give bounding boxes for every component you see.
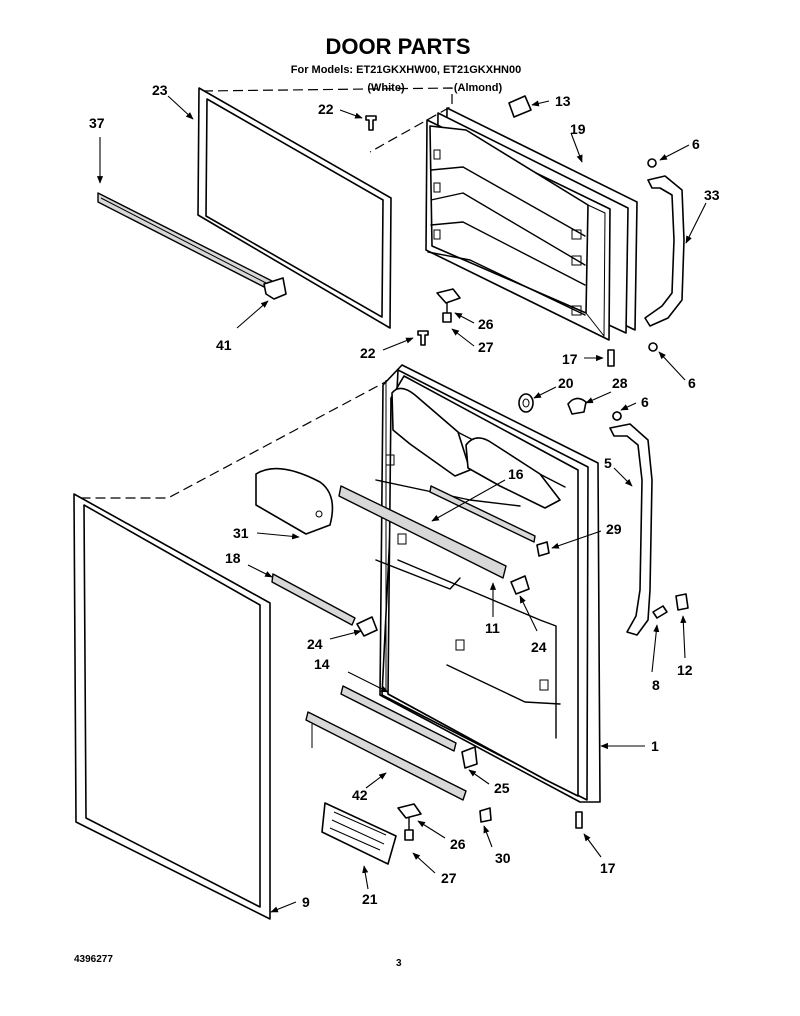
callout-8: 8	[652, 677, 660, 693]
fresh-food-door-gasket	[73, 493, 271, 920]
bracket-and-screw-upper	[436, 288, 461, 323]
callout-33: 33	[704, 187, 720, 203]
callout-16: 16	[508, 466, 524, 482]
callout-13: 13	[555, 93, 571, 109]
bracket-and-screw-lower	[397, 803, 422, 841]
callout-19: 19	[570, 121, 586, 137]
callout-12: 12	[677, 662, 693, 678]
callout-23: 23	[152, 82, 168, 98]
shelf-retainer-bar-upper	[338, 485, 507, 579]
end-cap-24-left	[356, 616, 378, 637]
page-title: DOOR PARTS	[325, 34, 470, 59]
handle-cap-12	[675, 593, 689, 611]
callout-41: 41	[216, 337, 232, 353]
end-cap-29	[536, 541, 550, 557]
callout-22b: 22	[360, 345, 376, 361]
callout-31: 31	[233, 525, 249, 541]
handle-screw-8	[652, 605, 668, 619]
callout-17b: 17	[600, 860, 616, 876]
screw-17-lower	[575, 811, 583, 829]
screw-lower	[417, 330, 429, 346]
end-cap-24-right	[510, 575, 530, 595]
callout-labels: 23 37 41 22 13 19 6 33 6 26 27 22 17 20 …	[89, 82, 720, 910]
document-number: 4396277	[74, 954, 113, 965]
color-almond-label: (Almond)	[454, 82, 503, 94]
callout-30: 30	[495, 850, 511, 866]
bottom-shelf-bar-42	[305, 711, 467, 801]
callout-11: 11	[485, 620, 500, 636]
callout-37: 37	[89, 115, 105, 131]
models-line: For Models: ET21GKXHW00, ET21GKXHN00	[291, 64, 521, 76]
dairy-compartment-door	[255, 467, 334, 535]
callout-17a: 17	[562, 351, 578, 367]
callout-5: 5	[604, 455, 612, 471]
bottom-shelf-bar-14	[340, 685, 457, 752]
callout-6a: 6	[692, 136, 700, 152]
callout-26b: 26	[450, 836, 466, 852]
end-cap	[263, 277, 287, 300]
freezer-door-gasket	[197, 87, 392, 329]
callout-6c: 6	[641, 394, 649, 410]
end-cap-25	[461, 746, 478, 769]
plug-20	[518, 393, 534, 413]
callout-27b: 27	[441, 870, 457, 886]
short-shelf-bar	[271, 573, 356, 626]
callout-42: 42	[352, 787, 368, 803]
callout-29: 29	[606, 521, 622, 537]
callout-28: 28	[612, 375, 628, 391]
callout-21: 21	[362, 891, 378, 907]
callout-27a: 27	[478, 339, 494, 355]
callout-14: 14	[314, 656, 330, 672]
callout-24b: 24	[531, 639, 547, 655]
screw-6-lower	[612, 411, 622, 421]
freezer-door-handle	[644, 158, 685, 352]
callout-1: 1	[651, 738, 659, 754]
color-white-label: (White)	[367, 82, 405, 94]
page-number: 3	[396, 958, 402, 969]
callout-26a: 26	[478, 316, 494, 332]
callout-24a: 24	[307, 636, 323, 652]
end-cap-30	[479, 807, 492, 823]
bottom-plate	[321, 802, 397, 865]
callout-9: 9	[302, 894, 310, 910]
label-plate	[508, 95, 532, 118]
leader-lines	[96, 95, 707, 913]
callout-18: 18	[225, 550, 241, 566]
screw-upper	[365, 115, 377, 131]
screw-17-upper	[607, 349, 615, 367]
plug-28	[567, 397, 587, 415]
freezer-door-liner	[425, 107, 638, 341]
fresh-food-door	[375, 364, 601, 803]
shelf-retainer-bar-16	[429, 485, 536, 543]
callout-6b: 6	[688, 375, 696, 391]
callout-25: 25	[494, 780, 510, 796]
callout-22a: 22	[318, 101, 334, 117]
callout-20: 20	[558, 375, 574, 391]
